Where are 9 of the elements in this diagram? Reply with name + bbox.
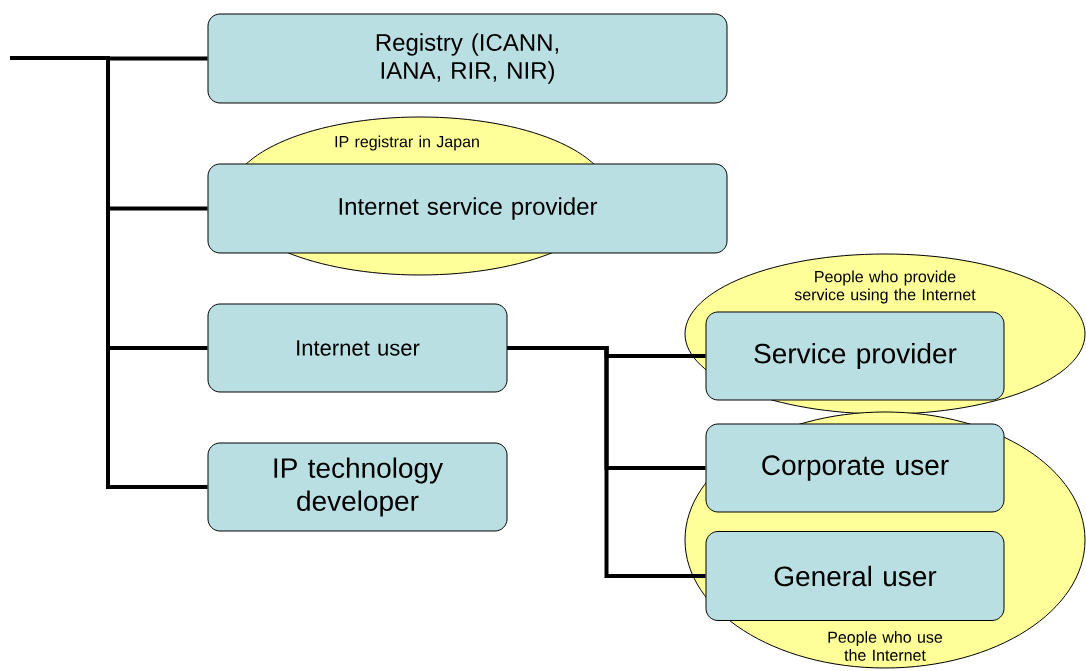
rounded-box: Service provider (705, 311, 1005, 401)
connector-line (507, 346, 706, 578)
rounded-box: Registry (ICANN, IANA, RIR, NIR) (207, 13, 728, 104)
rounded-box: Corporate user (705, 423, 1005, 513)
connector-line (10, 56, 208, 489)
rounded-box: Internet user (207, 303, 508, 393)
rounded-box: IP technology developer (207, 442, 508, 532)
rounded-box: Internet service provider (207, 163, 728, 254)
rounded-box: General user (705, 531, 1005, 621)
